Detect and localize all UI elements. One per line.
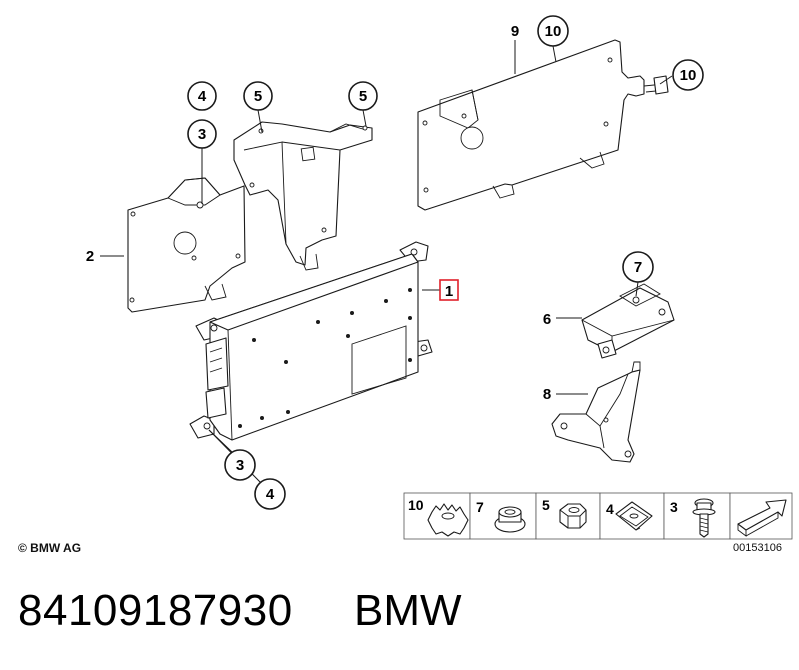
legend-label-3: 3 <box>670 499 678 515</box>
callout-5-left-text: 5 <box>254 88 262 105</box>
copyright-label: © BMW AG <box>18 541 82 555</box>
label-9: 9 <box>511 23 519 40</box>
bracket-part-9 <box>417 39 667 211</box>
flange-nut-icon <box>494 506 526 533</box>
bolt-part-10 <box>653 75 669 95</box>
callout-10-top: 10 <box>537 15 569 47</box>
direction-arrow-icon <box>737 499 787 537</box>
label-6: 6 <box>543 311 551 328</box>
callout-5-left: 5 <box>243 81 273 111</box>
legend-strip: 10 7 5 4 3 <box>403 492 793 540</box>
serrated-nut-icon <box>427 503 469 537</box>
callout-3-top-text: 3 <box>198 126 206 143</box>
label-2: 2 <box>86 248 94 265</box>
callout-7-text: 7 <box>634 259 642 276</box>
callout-5-right: 5 <box>348 81 378 111</box>
drawing-number: 00153106 <box>733 542 782 554</box>
callout-4-bottom-text: 4 <box>266 486 275 503</box>
clip-nut-icon <box>615 501 653 531</box>
callout-10-right-text: 10 <box>680 67 697 84</box>
holder-bracket-part-5 <box>196 121 373 271</box>
legend-label-4: 4 <box>606 501 614 517</box>
callout-1-text: 1 <box>445 283 453 300</box>
part-number: 84109187930 <box>18 586 293 635</box>
label-8: 8 <box>543 386 551 403</box>
callout-7: 7 <box>622 251 654 283</box>
label-8-text: 8 <box>543 386 551 403</box>
bracket-part-2 <box>127 177 246 313</box>
callout-4-top: 4 <box>187 81 217 111</box>
callout-10-top-text: 10 <box>545 23 562 40</box>
bracket-part-8 <box>551 361 641 463</box>
callout-5-right-text: 5 <box>359 88 367 105</box>
legend-label-7: 7 <box>476 499 484 515</box>
legend-label-10: 10 <box>408 497 424 513</box>
callout-3-top: 3 <box>187 119 217 149</box>
label-6-text: 6 <box>543 311 551 328</box>
label-2-text: 2 <box>86 248 94 265</box>
callout-4-top-text: 4 <box>198 88 207 105</box>
callout-1-highlight: 1 <box>439 279 459 301</box>
callout-3-bottom-text: 3 <box>236 457 244 474</box>
label-9-text: 9 <box>511 23 519 40</box>
bolt-icon <box>692 498 716 538</box>
parts-diagram: 4 3 5 5 9 10 10 2 1 7 6 8 3 <box>86 15 793 540</box>
control-unit-part-1 <box>189 241 433 441</box>
callout-3-bottom: 3 <box>224 449 256 481</box>
hex-nut-icon <box>559 503 587 529</box>
legend-label-5: 5 <box>542 497 550 513</box>
callout-10-right: 10 <box>672 59 704 91</box>
callout-4-bottom: 4 <box>254 478 286 510</box>
brand-name: BMW <box>354 586 462 635</box>
module-part-6 <box>581 283 675 359</box>
